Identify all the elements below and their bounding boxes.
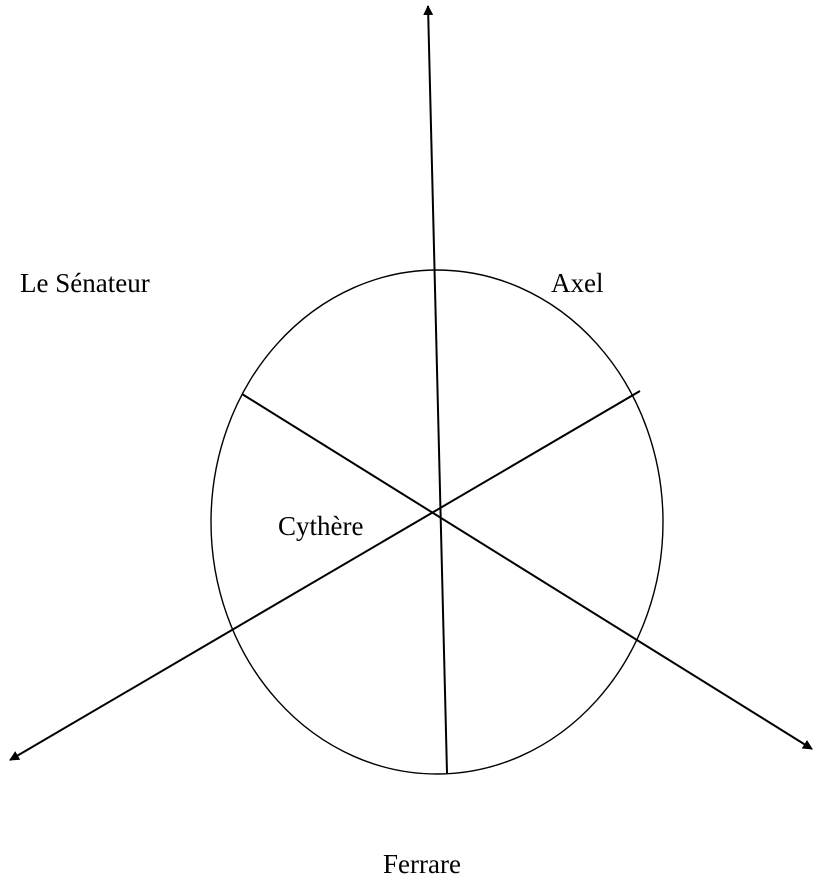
label-cythere: Cythère bbox=[278, 511, 364, 541]
center-circle bbox=[210, 269, 664, 775]
label-ferrare: Ferrare bbox=[383, 849, 461, 879]
axis-lower-right-arrow bbox=[241, 393, 813, 750]
axis-lower-left-arrow bbox=[9, 390, 641, 761]
label-axel: Axel bbox=[551, 268, 604, 298]
label-le-senateur: Le Sénateur bbox=[20, 268, 150, 298]
axis-vertical-arrow bbox=[423, 5, 448, 774]
